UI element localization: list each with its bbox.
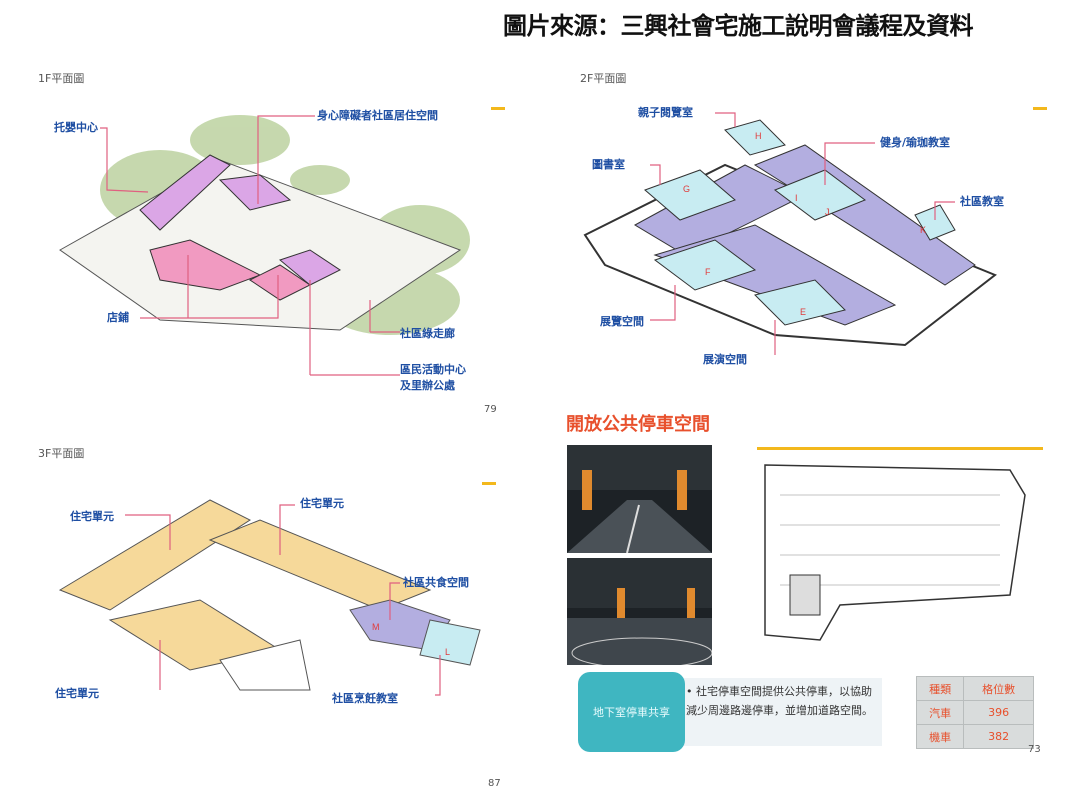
room-l: L xyxy=(445,647,450,657)
table-cell: 汽車 xyxy=(915,700,965,725)
parking-sharing-tag: 地下室停車共享 xyxy=(578,672,685,752)
label-activity-center: 區民活動中心 xyxy=(400,363,466,376)
label-green-corridor: 社區綠走廊 xyxy=(400,327,455,340)
label-reading-room: 親子閱覽室 xyxy=(638,106,693,119)
accent-dash xyxy=(1033,107,1047,110)
label-fitness-yoga: 健身/瑜珈教室 xyxy=(880,136,951,149)
page-number: 87 xyxy=(488,778,501,789)
label-housing-unit: 住宅單元 xyxy=(300,497,344,510)
label-exhibition: 展覽空間 xyxy=(600,315,644,328)
label-library: 圖書室 xyxy=(592,158,625,171)
floor1-plan xyxy=(59,115,470,376)
table-header: 種類 xyxy=(915,676,965,701)
room-e: E xyxy=(800,307,806,317)
table-header: 格位數 xyxy=(963,676,1034,701)
parking-title: 開放公共停車空間 xyxy=(566,414,710,435)
label-village-office: 及里辦公處 xyxy=(400,379,455,392)
room-j: J xyxy=(825,207,830,217)
room-g: G xyxy=(683,184,690,194)
page-number: 73 xyxy=(1028,744,1041,755)
accent-dash xyxy=(482,482,496,485)
room-m: M xyxy=(372,622,380,632)
room-f: F xyxy=(705,267,711,277)
label-cooking-classroom: 社區烹飪教室 xyxy=(332,692,398,705)
floor3-heading: 3F平面圖 xyxy=(38,447,85,460)
page-title: 圖片來源：三興社會宅施工說明會議程及資料 xyxy=(503,11,974,40)
table-cell: 382 xyxy=(963,724,1034,749)
table-header-row: 種類格位數 xyxy=(915,676,1034,701)
label-housing-unit: 住宅單元 xyxy=(70,510,114,523)
room-k: K xyxy=(920,225,926,235)
table-cell: 機車 xyxy=(915,724,965,749)
floor1-heading: 1F平面圖 xyxy=(38,72,85,85)
parking-floor-plan xyxy=(764,464,1026,641)
parking-photo xyxy=(567,558,712,665)
accent-line xyxy=(757,447,1043,450)
label-communal-dining: 社區共食空間 xyxy=(403,576,469,589)
parking-photo xyxy=(567,445,712,553)
description-text: 社宅停車空間提供公共停車，以協助減少周邊路邊停車，並增加道路空間。 xyxy=(686,685,873,717)
label-childcare: 托嬰中心 xyxy=(54,121,98,134)
label-shops: 店鋪 xyxy=(107,311,129,324)
floor2-heading: 2F平面圖 xyxy=(580,72,627,85)
label-community-classroom: 社區教室 xyxy=(960,195,1004,208)
page-number: 79 xyxy=(484,404,497,415)
parking-description: • 社宅停車空間提供公共停車，以協助減少周邊路邊停車，並增加道路空間。 xyxy=(686,685,873,717)
floor2-plan: H G I J K F E xyxy=(583,112,997,355)
room-h: H xyxy=(755,131,762,141)
label-disability-housing: 身心障礙者社區居住空間 xyxy=(317,109,438,122)
floor3-plan: M L xyxy=(58,499,481,696)
accent-dash xyxy=(491,107,505,110)
description-arrow xyxy=(676,678,882,746)
table-cell: 396 xyxy=(963,700,1034,725)
label-housing-unit: 住宅單元 xyxy=(55,687,99,700)
room-i: I xyxy=(795,193,798,203)
label-performance: 展演空間 xyxy=(703,353,747,366)
